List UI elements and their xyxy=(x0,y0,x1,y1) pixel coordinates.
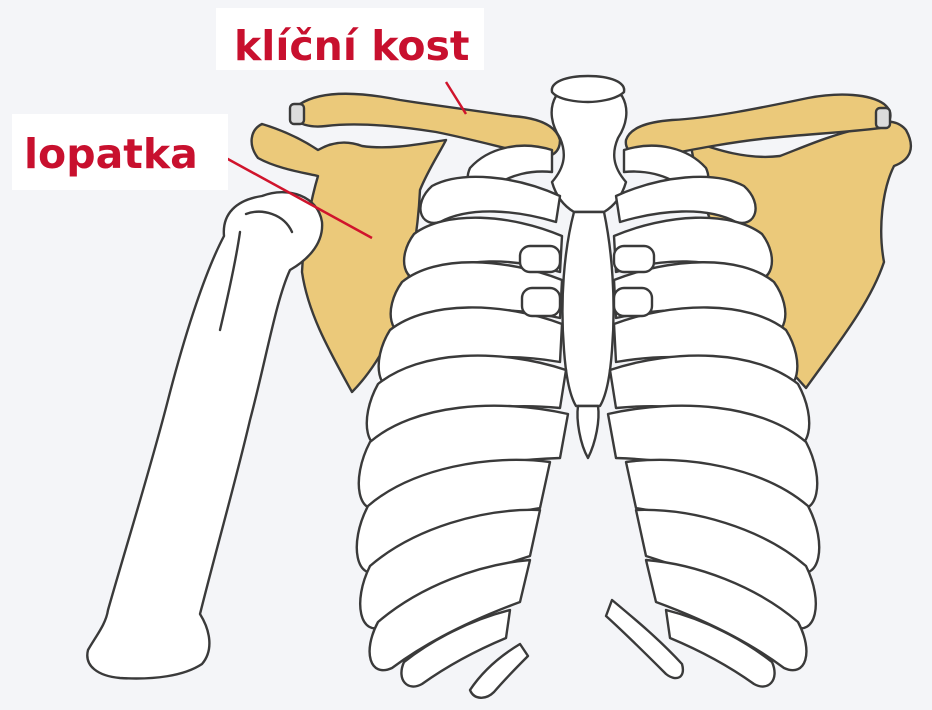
manubrium xyxy=(552,89,627,213)
clavicle-label: klíční kost xyxy=(216,8,484,70)
rib-left-12 xyxy=(470,644,528,698)
xiphoid-process xyxy=(577,406,598,458)
cartilage-right-4 xyxy=(614,288,652,316)
acromioclavicular-joint-right xyxy=(876,108,890,128)
rib-left-2 xyxy=(420,177,560,223)
cartilage-right-3 xyxy=(614,246,654,272)
humerus xyxy=(87,192,322,678)
sternum-body xyxy=(562,212,613,406)
acromioclavicular-joint-left xyxy=(290,104,304,124)
scapula-label-text: lopatka xyxy=(24,130,198,178)
cartilage-left-4 xyxy=(522,288,560,316)
vertebra-top xyxy=(552,76,624,102)
cartilage-left-3 xyxy=(520,246,560,272)
clavicle-label-text: klíční kost xyxy=(234,22,470,70)
scapula-label: lopatka xyxy=(12,114,228,190)
rib-right-2 xyxy=(616,177,756,223)
